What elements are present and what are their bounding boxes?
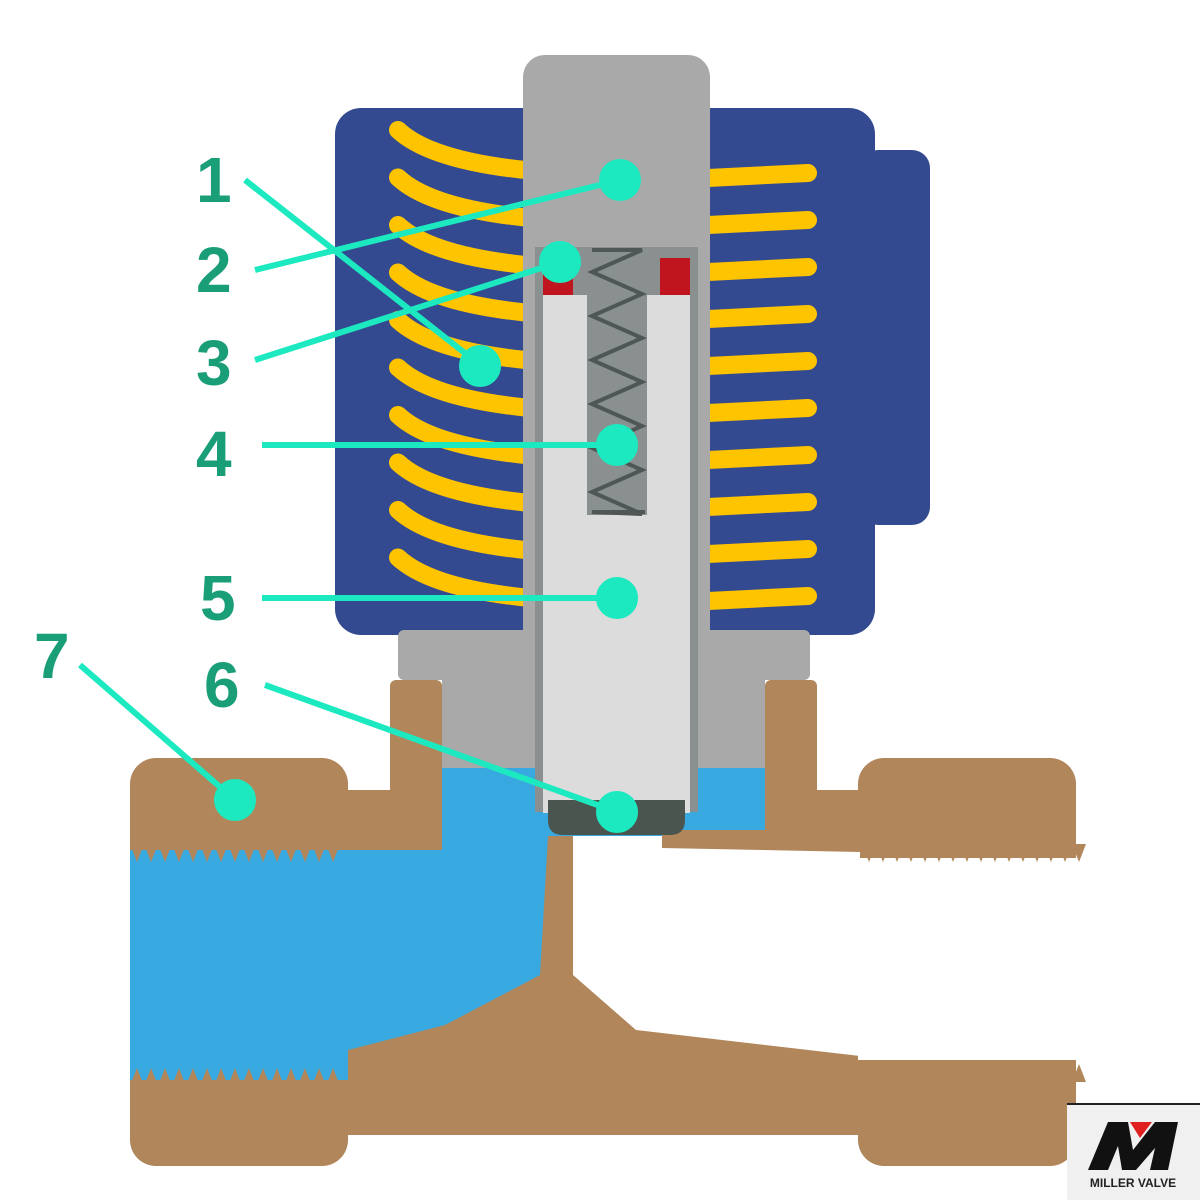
callout-label-4: 4 bbox=[196, 418, 232, 490]
winding-right bbox=[699, 305, 817, 328]
miller-valve-logo: MILLER VALVE bbox=[1067, 1103, 1200, 1200]
winding-right bbox=[699, 587, 817, 610]
callout-label-3: 3 bbox=[196, 327, 232, 399]
callout-label-7: 7 bbox=[34, 620, 70, 692]
winding-right bbox=[699, 258, 817, 281]
winding-left bbox=[389, 358, 534, 417]
thread-teeth bbox=[130, 844, 1086, 1086]
winding-right bbox=[699, 446, 817, 469]
spring bbox=[587, 248, 647, 516]
winding-left bbox=[389, 121, 534, 179]
winding-left bbox=[389, 168, 534, 227]
logo-text: MILLER VALVE bbox=[1090, 1176, 1176, 1190]
thread-tooth-row bbox=[130, 1068, 340, 1086]
winding-left bbox=[389, 501, 534, 559]
winding-right bbox=[699, 352, 817, 375]
winding-left bbox=[389, 311, 534, 369]
thread-tooth-row bbox=[862, 1064, 1086, 1082]
callout-label-2: 2 bbox=[196, 234, 232, 306]
winding-right bbox=[699, 540, 817, 563]
outlet-bore bbox=[858, 858, 1078, 1060]
winding-right bbox=[699, 164, 817, 187]
callout-lines bbox=[78, 159, 641, 833]
coil-side-bump bbox=[860, 150, 930, 525]
shading-ring-right bbox=[660, 258, 690, 295]
callout-label-5: 5 bbox=[200, 562, 236, 634]
callout-label-1: 1 bbox=[196, 144, 232, 216]
thread-tooth-row bbox=[130, 844, 340, 862]
outlet-passage bbox=[573, 836, 860, 1056]
winding-left bbox=[389, 406, 534, 464]
water-inlet bbox=[130, 768, 765, 1080]
winding-left bbox=[389, 453, 534, 512]
winding-right bbox=[699, 493, 817, 516]
winding-right bbox=[699, 211, 817, 234]
logo-m-mark bbox=[1088, 1122, 1178, 1170]
callout-label-6: 6 bbox=[204, 649, 240, 721]
logo-red-triangle bbox=[1130, 1122, 1152, 1138]
winding-right bbox=[699, 399, 817, 422]
thread-tooth-row bbox=[862, 844, 1086, 862]
coil-windings bbox=[389, 121, 817, 610]
